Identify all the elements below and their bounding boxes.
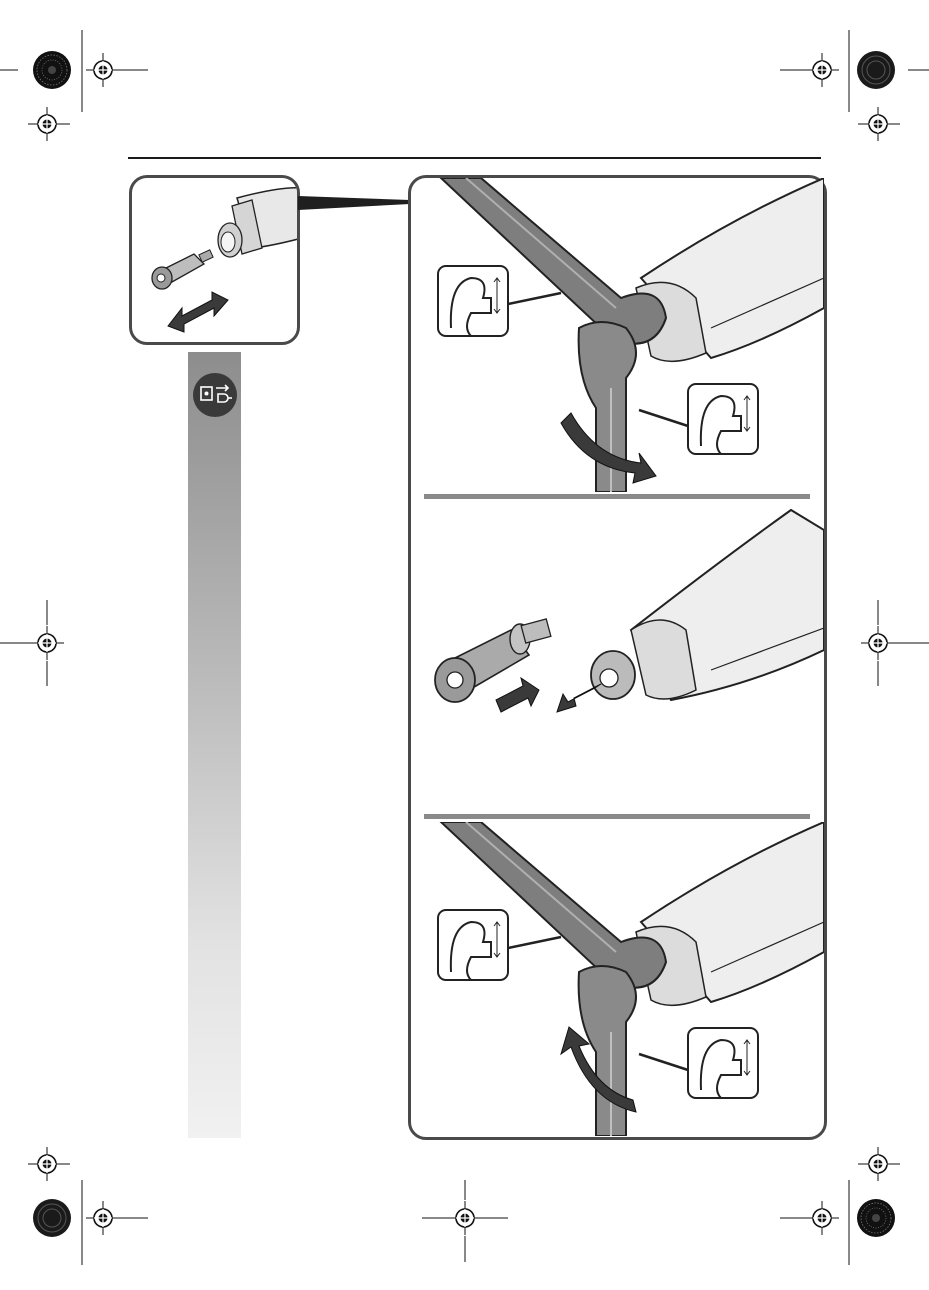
step-divider-1: [424, 494, 810, 499]
inset-illustration: [132, 178, 297, 342]
header-rule: [128, 157, 821, 159]
starburst-target-icon: [33, 1199, 71, 1237]
collet-nut-removal-inset: [129, 175, 300, 345]
loosen-collet-nut-counterclockwise: [411, 178, 824, 492]
callout-connector: [298, 190, 413, 215]
starburst-target-icon: [33, 51, 71, 89]
starburst-target-icon: [857, 1199, 895, 1237]
step-divider-2: [424, 814, 810, 819]
wrench-size-gauge-icon: [438, 266, 508, 336]
wrench-size-gauge-icon: [688, 384, 758, 454]
wrench-size-gauge-icon: [688, 1028, 758, 1098]
disconnect-plug-icon: [192, 372, 238, 418]
exchange-collet-chuck: [411, 500, 824, 812]
side-strip: [188, 352, 241, 1138]
wrench-size-gauge-icon: [438, 910, 508, 980]
starburst-target-icon: [857, 51, 895, 89]
tighten-collet-nut-clockwise: [411, 822, 824, 1136]
